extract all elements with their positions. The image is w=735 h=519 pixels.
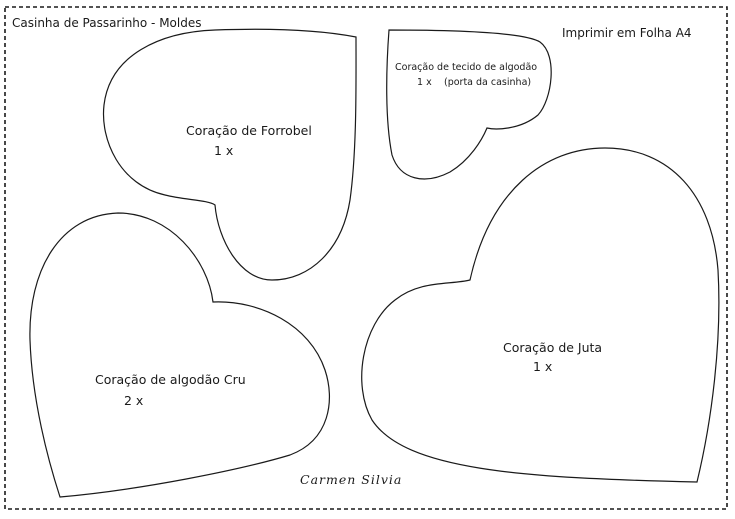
algodao-cru-label: Coração de algodão Cru [95, 372, 246, 387]
forrobel-quantity: 1 x [214, 143, 234, 158]
algodao-cru-quantity: 2 x [124, 393, 144, 408]
signature: Carmen Silvia [300, 472, 403, 487]
tecido-note: (porta da casinha) [444, 77, 532, 88]
heart-tecido-outline [386, 29, 552, 180]
page-title: Casinha de Passarinho - Moldes [12, 16, 202, 30]
tecido-label: Coração de tecido de algodão [395, 62, 538, 73]
juta-label: Coração de Juta [503, 340, 603, 355]
heart-forrobel-outline [102, 28, 357, 281]
heart-juta-outline [361, 147, 720, 483]
heart-algodao-cru-outline [29, 212, 331, 498]
juta-quantity: 1 x [533, 359, 553, 374]
tecido-quantity: 1 x [417, 77, 432, 88]
forrobel-label: Coração de Forrobel [186, 123, 312, 138]
dashed-border [4, 6, 728, 510]
print-note: Imprimir em Folha A4 [562, 26, 692, 40]
